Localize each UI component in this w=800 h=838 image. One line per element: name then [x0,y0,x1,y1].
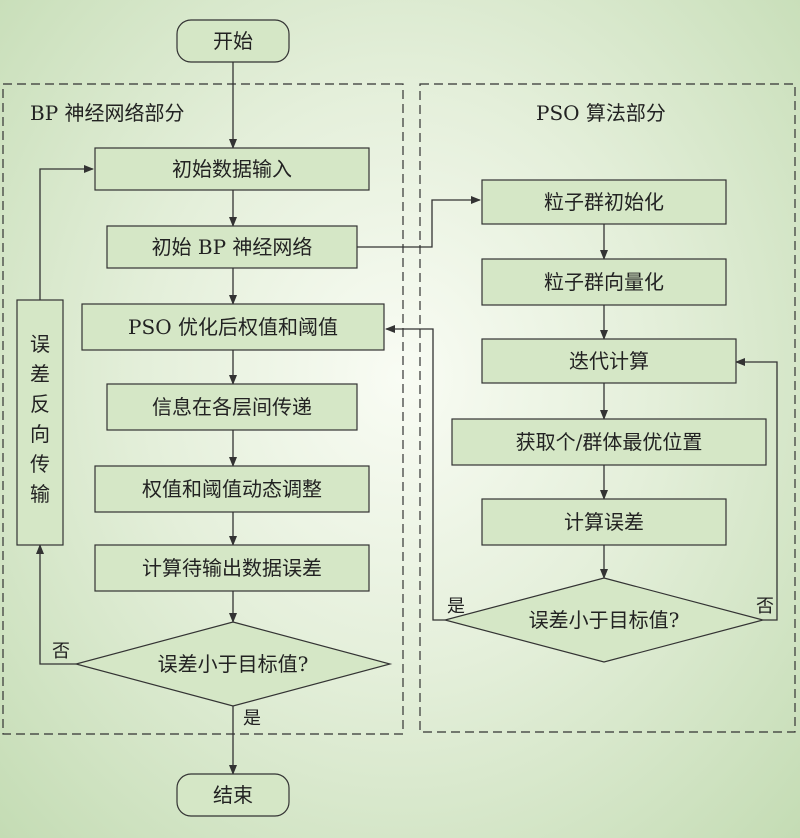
region-bp: BP 神经网络部分 [2,83,404,735]
node-pso-init: 粒子群初始化 [481,179,727,225]
node-start: 开始 [176,19,290,63]
node-end: 结束 [176,773,290,817]
edge-psocheck-yes [385,325,445,621]
node-pso-vec: 粒子群向量化 [481,258,727,306]
node-bp-input-label: 初始数据输入 [172,157,292,181]
node-pso-iter: 迭代计算 [481,338,737,384]
node-bp-init-label: 初始 BP 神经网络 [152,235,313,259]
node-pso-check: 误差小于目标值? [442,577,766,663]
back-char: 差 [30,362,50,386]
node-pso-iter-label: 迭代计算 [569,349,649,373]
node-bp-calc: 计算待输出数据误差 [94,544,370,592]
edge-label-bp-yes: 是 [243,708,261,729]
node-bp-transfer-label: 信息在各层间传递 [152,395,312,419]
region-bp-label: BP 神经网络部分 [30,101,185,125]
node-pso-best-label: 获取个/群体最优位置 [516,430,703,454]
back-char: 反 [30,392,50,416]
node-pso-vec-label: 粒子群向量化 [544,270,664,294]
node-bp-check-label: 误差小于目标值? [158,652,309,676]
node-bp-back-label: 误差反向传输 [30,332,50,506]
edge-check-no-back [36,544,76,665]
node-bp-adjust: 权值和阈值动态调整 [94,465,370,513]
node-bp-back: 误差反向传输 [16,299,64,546]
node-bp-input: 初始数据输入 [94,147,370,191]
node-pso-best: 获取个/群体最优位置 [451,418,767,466]
node-bp-calc-label: 计算待输出数据误差 [142,556,322,580]
edge-psocheck-no [735,358,778,621]
edge-init-psoinit [357,196,481,248]
back-char: 误 [30,332,50,356]
edge-label-pso-no: 否 [756,596,774,617]
edges [36,62,778,775]
node-start-label: 开始 [213,29,253,53]
node-pso-err: 计算误差 [481,498,727,546]
node-end-label: 结束 [213,783,253,807]
edge-label-bp-no: 否 [52,641,70,662]
edge-label-pso-yes: 是 [447,596,465,617]
node-bp-pso-label: PSO 优化后权值和阈值 [128,315,338,339]
back-char: 输 [30,482,50,506]
node-pso-check-label: 误差小于目标值? [529,608,680,632]
node-bp-init: 初始 BP 神经网络 [106,225,358,269]
region-pso: PSO 算法部分 [419,83,796,733]
back-char: 向 [30,422,50,446]
node-pso-init-label: 粒子群初始化 [544,190,664,214]
back-char: 传 [30,452,50,476]
region-pso-label: PSO 算法部分 [536,101,666,125]
node-bp-adjust-label: 权值和阈值动态调整 [142,477,322,501]
node-pso-err-label: 计算误差 [564,510,644,534]
node-bp-transfer: 信息在各层间传递 [106,383,358,431]
node-bp-check: 误差小于目标值? [73,621,393,707]
edge-back-input [39,165,94,300]
node-bp-pso: PSO 优化后权值和阈值 [81,303,385,351]
